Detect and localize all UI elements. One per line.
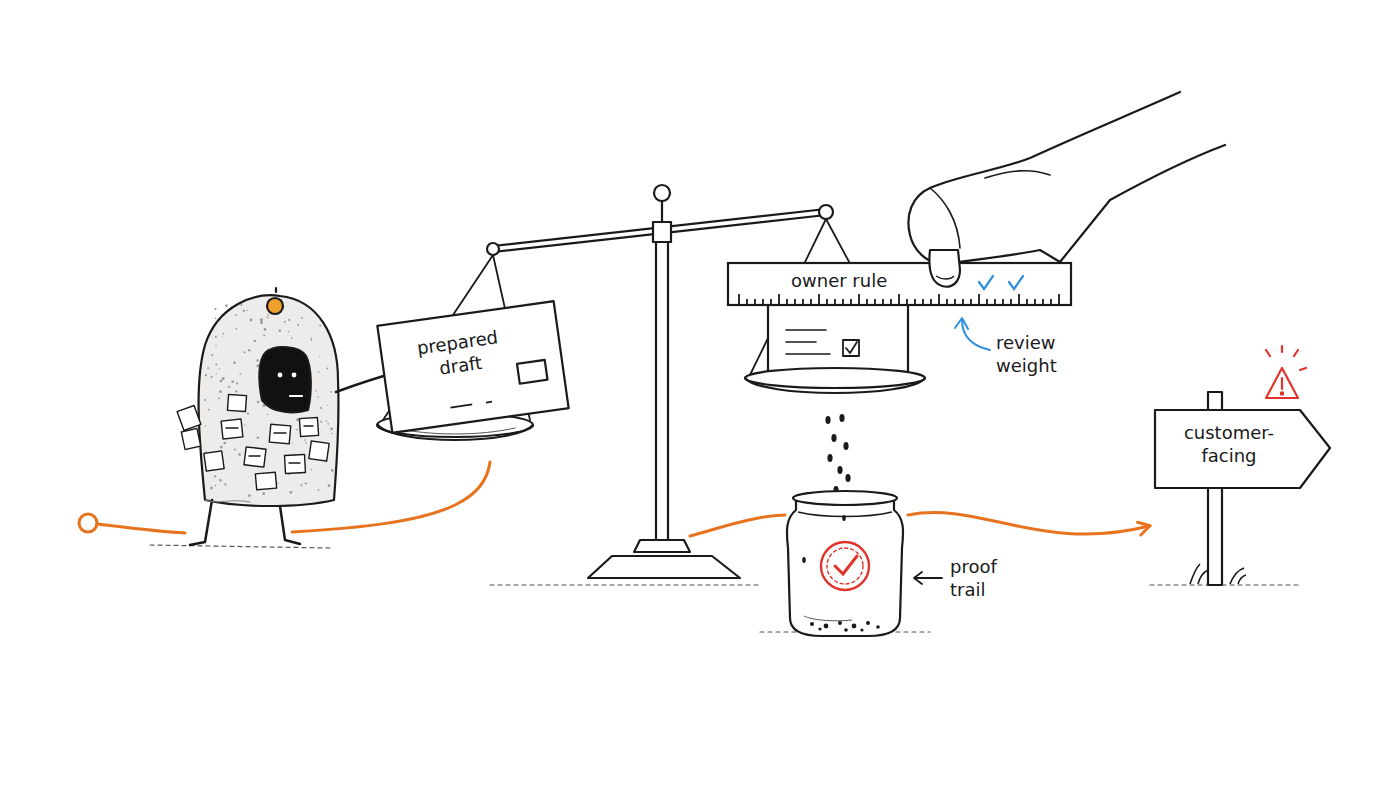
ruler-rule-outline: [727, 262, 1072, 306]
ruler-rule: owner rule: [727, 262, 1072, 306]
robot-figure: [177, 288, 398, 545]
start-dot: [79, 514, 97, 532]
signpost: customer-facing: [1150, 400, 1335, 585]
balance-scale: [377, 185, 925, 578]
leader-arrow: [955, 318, 990, 350]
ground-line: [150, 545, 1300, 632]
node-text: customer-facing: [1166, 422, 1292, 467]
annotation-label: review weight: [996, 332, 1080, 377]
node-text: owner rule: [791, 270, 887, 293]
proof-jar: proof trail: [782, 488, 908, 638]
flow-arrow: [908, 513, 1150, 535]
flow-line: [690, 515, 785, 536]
draft-card: prepared draft: [376, 300, 570, 434]
node-text: proof trail: [950, 556, 1026, 601]
hand-thumb: [929, 250, 960, 287]
leader-arrow: [914, 572, 942, 584]
proof-jar-outline: [782, 488, 908, 638]
hand-figure: [908, 92, 1225, 262]
flow-line: [97, 524, 185, 533]
warning-icon: [1266, 346, 1306, 398]
